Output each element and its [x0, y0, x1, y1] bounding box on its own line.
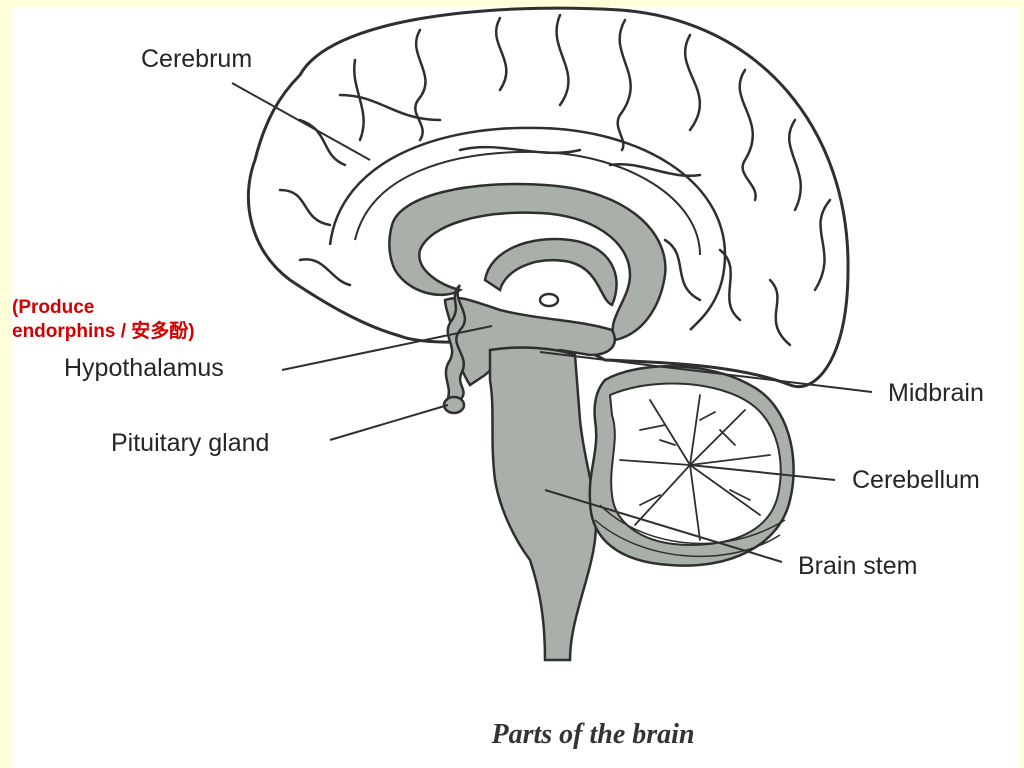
annotation-line-2: endorphins / 安多酚) [12, 320, 195, 342]
annotation-line-1: (Produce [12, 297, 95, 318]
leader-midbrain [539, 351, 873, 393]
pituitary-gland-shape [442, 395, 466, 415]
fornix [483, 237, 618, 307]
corpus-callosum [388, 182, 667, 342]
leader-cerebrum [231, 82, 371, 161]
cerebrum-folds [278, 13, 832, 347]
leader-hypothalamus [281, 325, 493, 371]
figure-caption: Parts of the brain [491, 719, 695, 750]
label-midbrain: Midbrain [888, 379, 984, 407]
label-hypothalamus: Hypothalamus [64, 354, 224, 382]
label-cerebrum: Cerebrum [141, 45, 253, 73]
interthalamic-adhesion [538, 292, 560, 308]
leader-brain-stem [544, 489, 783, 563]
leader-lines [231, 82, 873, 563]
leader-pituitary [329, 404, 449, 441]
endorphins-annotation: (Produce endorphins / 安多酚) [12, 296, 195, 344]
label-pituitary-gland: Pituitary gland [111, 429, 270, 457]
brain-stem-shape [488, 346, 598, 662]
label-cerebellum: Cerebellum [852, 466, 980, 494]
cerebellum-shape [588, 365, 795, 567]
leader-cerebellum [689, 464, 836, 481]
cingulate-outline [328, 126, 727, 331]
label-brain-stem: Brain stem [798, 552, 918, 580]
